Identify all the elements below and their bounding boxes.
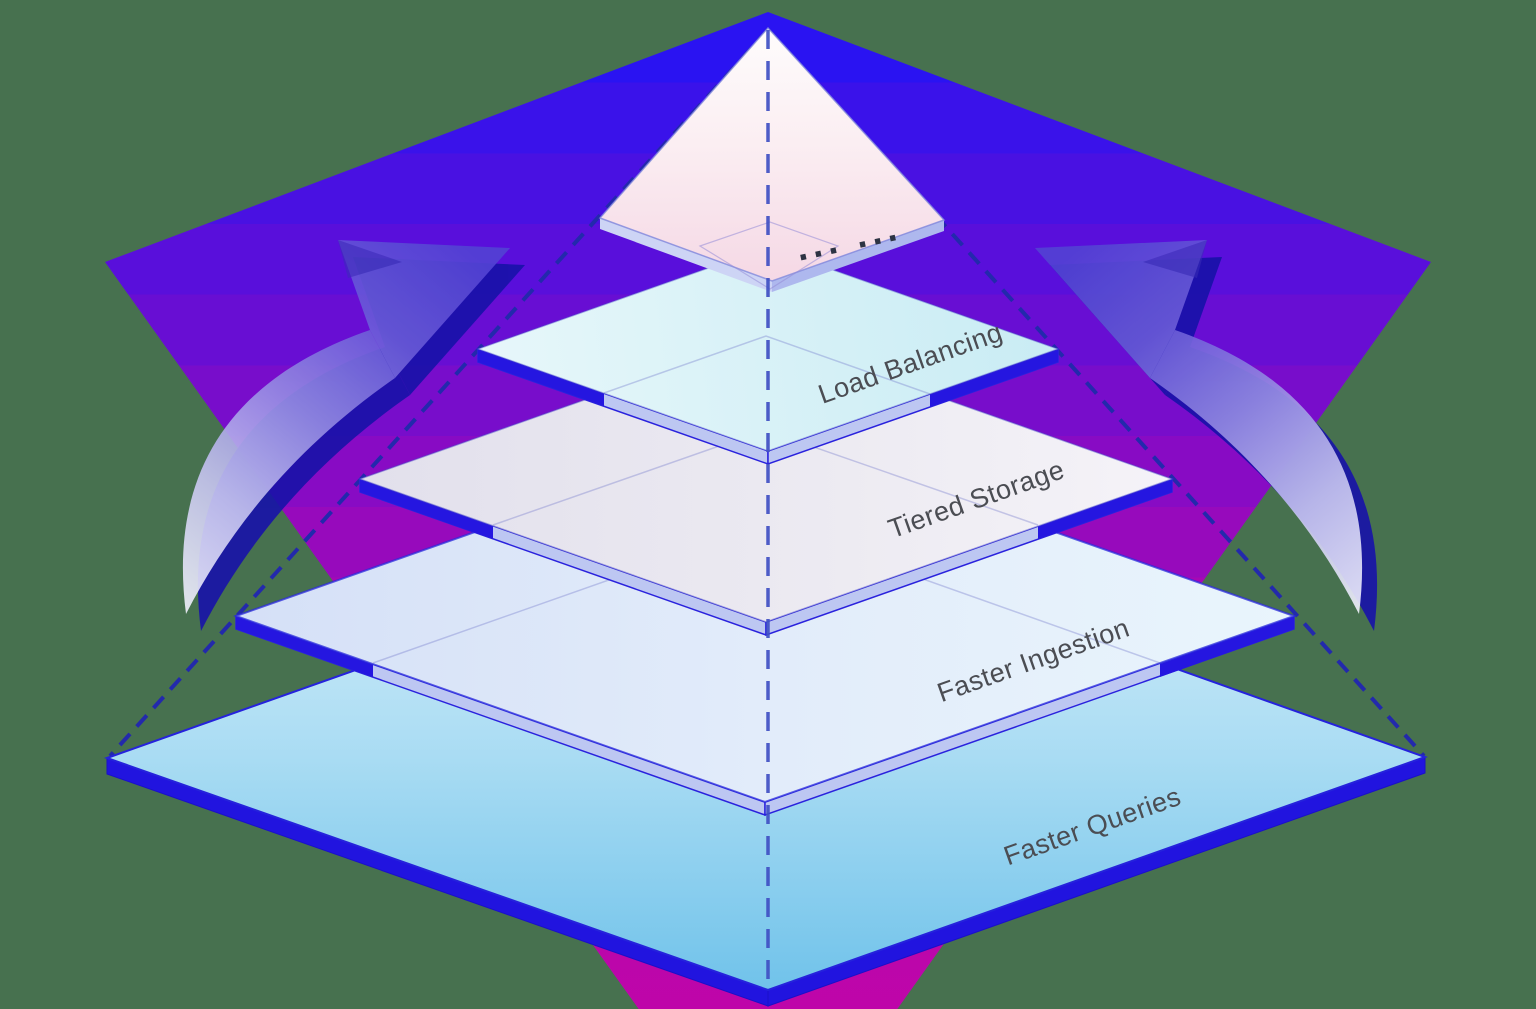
growth-arrow-right-body	[1150, 330, 1363, 614]
layer-tiered-storage-side-right-blue	[1038, 479, 1172, 539]
growth-arrow-left-head	[338, 240, 510, 378]
growth-arrow-left	[182, 240, 510, 614]
layer-tiered-storage-side-left-blue	[360, 479, 493, 539]
growth-arrow-right	[1035, 240, 1363, 614]
layer-load-balancing-side-right-blue	[930, 349, 1058, 407]
apex-base-side-right	[772, 220, 944, 292]
layer-below-edge-hint-3	[603, 335, 931, 395]
growth-arrow-left-fold	[338, 240, 402, 278]
growth-arrow-left-body	[182, 330, 395, 614]
layer-faster-ingestion-side-left-blue	[236, 616, 373, 677]
apex-base-hint	[698, 221, 840, 290]
layer-load-balancing-side-left-blue	[478, 349, 604, 406]
apex-base-side-left	[600, 218, 772, 292]
apex-face	[598, 26, 946, 282]
pyramid-apex	[598, 26, 946, 292]
growth-arrow-right-fold	[1143, 240, 1207, 278]
growth-arrow-right-head	[1035, 240, 1207, 378]
layer-tiered-storage	[357, 335, 1175, 637]
layer-faster-ingestion-side-right-blue	[1160, 616, 1294, 677]
